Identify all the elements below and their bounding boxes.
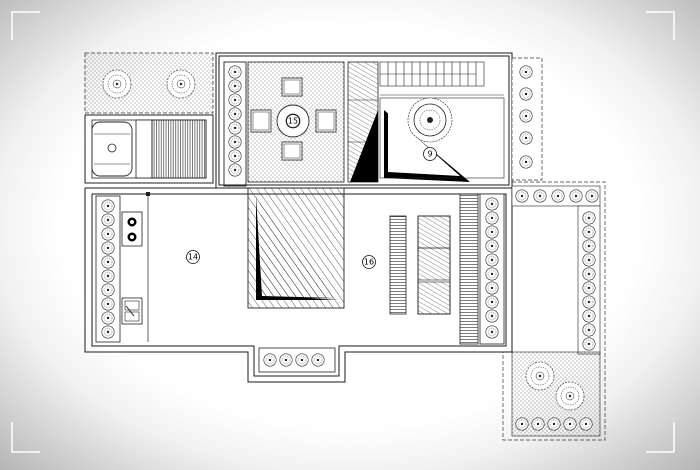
room-16-living	[389, 193, 505, 345]
staircase	[379, 61, 485, 87]
light-well	[247, 187, 345, 309]
room-15-label: 15	[288, 117, 298, 126]
room-tag-16: 16	[362, 255, 376, 269]
stove	[121, 211, 143, 247]
car-port	[84, 114, 214, 184]
garden-right	[502, 181, 606, 441]
hatched-partition	[347, 61, 379, 183]
sofa-bench	[459, 193, 479, 345]
room-14-kitchen	[95, 192, 150, 343]
car-hood	[91, 121, 133, 177]
viewfinder-corners	[11, 11, 675, 453]
sink	[121, 297, 143, 325]
lower-building-walls	[84, 187, 513, 383]
planter-bottom-bay	[258, 347, 336, 373]
room-tag-15: 15	[286, 114, 300, 128]
room-tag-9: 9	[423, 147, 437, 161]
planter-strip-right	[511, 57, 543, 181]
room-16-label: 16	[364, 258, 374, 267]
chair-right	[315, 109, 337, 133]
round-planter	[407, 97, 453, 143]
chair-bottom	[281, 141, 303, 161]
bench	[389, 215, 407, 315]
chair-top	[281, 77, 303, 97]
car-roof-slats	[151, 119, 207, 179]
garden-top-left	[84, 52, 214, 114]
room-14-label: 14	[188, 253, 198, 262]
chair-left	[250, 109, 272, 133]
room-9	[379, 61, 505, 182]
room-9-label: 9	[427, 150, 432, 159]
planter-strip-left	[223, 61, 247, 187]
room-tag-14: 14	[186, 250, 200, 264]
